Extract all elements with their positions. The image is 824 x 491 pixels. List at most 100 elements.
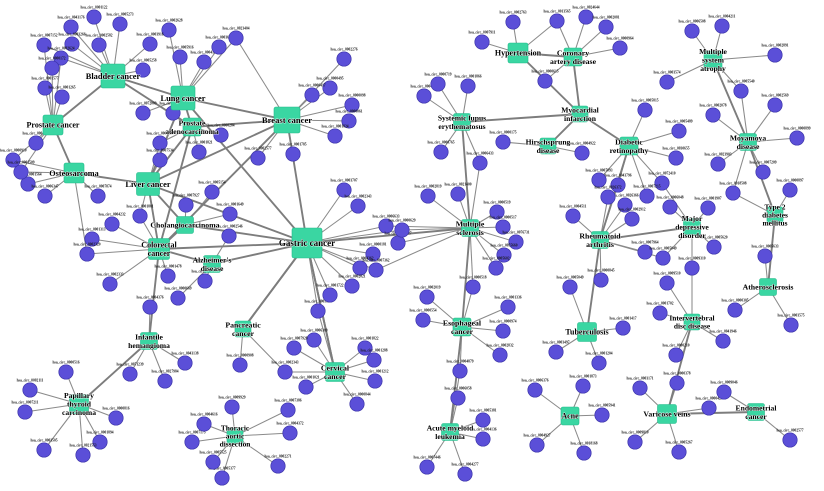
circrna-node[interactable]: hsa_circ_0007362 [368,262,384,278]
circrna-node[interactable]: hsa_circ_0004376 [142,299,158,315]
circrna-node[interactable]: hsa_circ_0027984 [157,373,173,389]
circrna-node[interactable]: hsa_circ_0003916 [142,36,158,52]
circrna-node[interactable]: hsa_circ_0009310 [684,260,700,276]
circrna-node[interactable]: hsa_circ_0004211 [714,18,730,34]
circrna-node[interactable]: hsa_circ_0001577 [37,80,53,96]
disease-node[interactable]: Liver cancer [136,172,160,196]
circrna-node[interactable]: hsa_circ_0003497 [548,344,564,360]
circrna-node[interactable]: hsa_circ_0001907 [700,200,716,216]
circrna-node[interactable]: hsa_circ_0000175 [495,134,511,150]
circrna-node[interactable]: hsa_circ_0000517 [495,219,511,235]
circrna-node[interactable]: hsa_circ_0000897 [782,182,798,198]
circrna-node[interactable]: hsa_circ_0005525 [205,454,221,470]
circrna-node[interactable]: hsa_circ_0026372 [600,189,616,205]
circrna-node[interactable]: hsa_circ_0023404 [228,30,244,46]
circrna-node[interactable]: hsa_circ_0007911 [474,34,490,50]
circrna-node[interactable]: hsa_circ_0002081 [598,19,614,35]
disease-node[interactable]: Osteosarcoma [63,162,85,184]
circrna-node[interactable]: hsa_circ_0002343 [350,198,366,214]
circrna-node[interactable]: hsa_circ_0006633 [378,218,394,234]
circrna-node[interactable]: hsa_circ_0004922 [574,145,590,161]
circrna-node[interactable]: hsa_circ_0002624 [53,50,69,66]
circrna-node[interactable]: hsa_circ_0009929 [224,399,240,415]
disease-node[interactable]: Intervertebral disc disease [683,313,701,331]
circrna-node[interactable]: hsa_circ_0001801 [132,208,148,224]
circrna-node[interactable]: hsa_circ_0006508 [684,23,700,39]
circrna-node[interactable]: hsa_circ_0007031 [197,273,213,289]
circrna-node[interactable]: hsa_circ_0004232 [104,216,120,232]
circrna-node[interactable]: hsa_circ_0005633 [757,248,773,264]
disease-node[interactable]: Multiple sclerosis [461,219,479,237]
circrna-node[interactable]: hsa_circ_0005540 [733,83,749,99]
circrna-node[interactable]: hsa_circ_0002111 [22,382,38,398]
circrna-node[interactable]: hsa_circ_0005602 [488,260,504,276]
circrna-node[interactable]: hsa_circ_0006347 [37,188,53,204]
circrna-node[interactable]: hsa_circ_0007211 [17,404,33,420]
circrna-node[interactable]: hsa_circ_0001866 [460,78,476,94]
circrna-node[interactable]: hsa_circ_0018168 [576,445,592,461]
circrna-node[interactable]: hsa_circ_0003505 [36,442,52,458]
circrna-node[interactable]: hsa_circ_0000615 [537,73,553,89]
disease-node[interactable]: Multiple system atrophy [703,50,723,70]
disease-node[interactable]: Esophageal cancer [452,317,472,337]
circrna-node[interactable]: hsa_circ_0000519 [489,204,505,220]
circrna-node[interactable]: hsa_circ_0076731 [508,234,524,250]
circrna-node[interactable]: hsa_circ_0005381 [475,412,491,428]
circrna-node[interactable]: hsa_circ_0005941 [594,407,610,423]
circrna-node[interactable]: hsa_circ_0003574 [659,74,675,90]
circrna-node[interactable]: hsa_circ_0006309 [306,332,322,348]
circrna-node[interactable]: hsa_circ_0023903 [710,156,726,172]
circrna-node[interactable]: hsa_circ_0000964 [612,40,628,56]
circrna-node[interactable]: hsa_circ_0006433 [472,155,488,171]
circrna-node[interactable]: hsa_circ_0009810 [627,434,643,450]
circrna-node[interactable]: hsa_circ_0001122 [86,9,102,25]
circrna-node[interactable]: hsa_circ_0004362 [352,260,368,276]
circrna-node[interactable]: hsa_circ_0002320 [79,246,95,262]
circrna-node[interactable]: hsa_circ_0001564 [20,176,36,192]
circrna-node[interactable]: hsa_circ_0005529 [310,303,326,319]
circrna-node[interactable]: hsa_circ_0001702 [652,305,668,321]
circrna-node[interactable]: hsa_circ_0001212 [367,373,383,389]
circrna-node[interactable]: hsa_circ_0000908 [232,357,248,373]
disease-node[interactable]: Breast cancer [273,106,301,134]
disease-node[interactable]: Cholangiocarcinoma [176,216,194,234]
circrna-node[interactable]: hsa_circ_0007093 [591,172,607,188]
circrna-node[interactable]: hsa_circ_0000516 [58,364,74,380]
circrna-node[interactable]: hsa_circ_0071239 [122,366,138,382]
circrna-node[interactable]: hsa_circ_0021400 [450,186,466,202]
circrna-node[interactable]: hsa_circ_0001313 [84,231,100,247]
circrna-node[interactable]: hsa_circ_0002819 [420,188,436,204]
circrna-node[interactable]: hsa_circ_0001822 [357,340,373,356]
circrna-node[interactable]: hsa_circ_0001204 [591,355,607,371]
disease-node[interactable]: Prostate adenocarcinoma [182,117,202,137]
disease-node[interactable]: Systemic lupus erythematosus [453,113,471,131]
disease-node[interactable]: Alzheimer's disease [203,255,221,273]
circrna-node[interactable]: hsa_circ_0001722 [322,287,338,303]
circrna-node[interactable]: hsa_circ_0007215 [639,188,655,204]
circrna-node[interactable]: hsa_circ_0002019 [419,289,435,305]
circrna-node[interactable]: hsa_circ_0005258 [135,62,151,78]
circrna-node[interactable]: hsa_circ_0000844 [349,396,365,412]
circrna-node[interactable]: hsa_circ_0002577b [250,150,266,166]
disease-node[interactable]: Moyamoya disease [739,133,757,151]
circrna-node[interactable]: hsa_circ_0001785 [285,146,301,162]
circrna-node[interactable]: hsa_circ_0005489 [671,123,687,139]
circrna-node[interactable]: hsa_circ_0002078 [705,107,721,123]
circrna-node[interactable]: hsa_circ_0041946 [715,333,731,349]
circrna-node[interactable]: hsa_circ_0000417 [304,87,320,103]
disease-node[interactable]: Type 2 diabetes mellitus [766,206,784,224]
circrna-node[interactable]: hsa_circ_0004130 [196,54,212,70]
circrna-node[interactable]: hsa_circ_0013565 [549,13,565,29]
circrna-node[interactable]: hsa_circ_0005273 [112,16,128,32]
circrna-node[interactable]: hsa_circ_0004616 [196,416,212,432]
circrna-node[interactable]: hsa_circ_0005267 [671,444,687,460]
circrna-node[interactable]: hsa_circ_0001021 [298,379,314,395]
disease-node[interactable]: Hirschsprung disease [539,137,557,155]
circrna-node[interactable]: hsa_circ_0000669 [170,290,186,306]
disease-node[interactable]: Gastric cancer [291,227,323,259]
disease-node[interactable]: Major depressive disorder [683,218,701,236]
circrna-node[interactable]: hsa_circ_0000719 [430,76,446,92]
circrna-node[interactable]: hsa_circ_0043796 [610,177,626,193]
circrna-node[interactable]: hsa_circ_0003707 [336,182,352,198]
circrna-node[interactable]: hsa_circ_0004879 [452,363,468,379]
